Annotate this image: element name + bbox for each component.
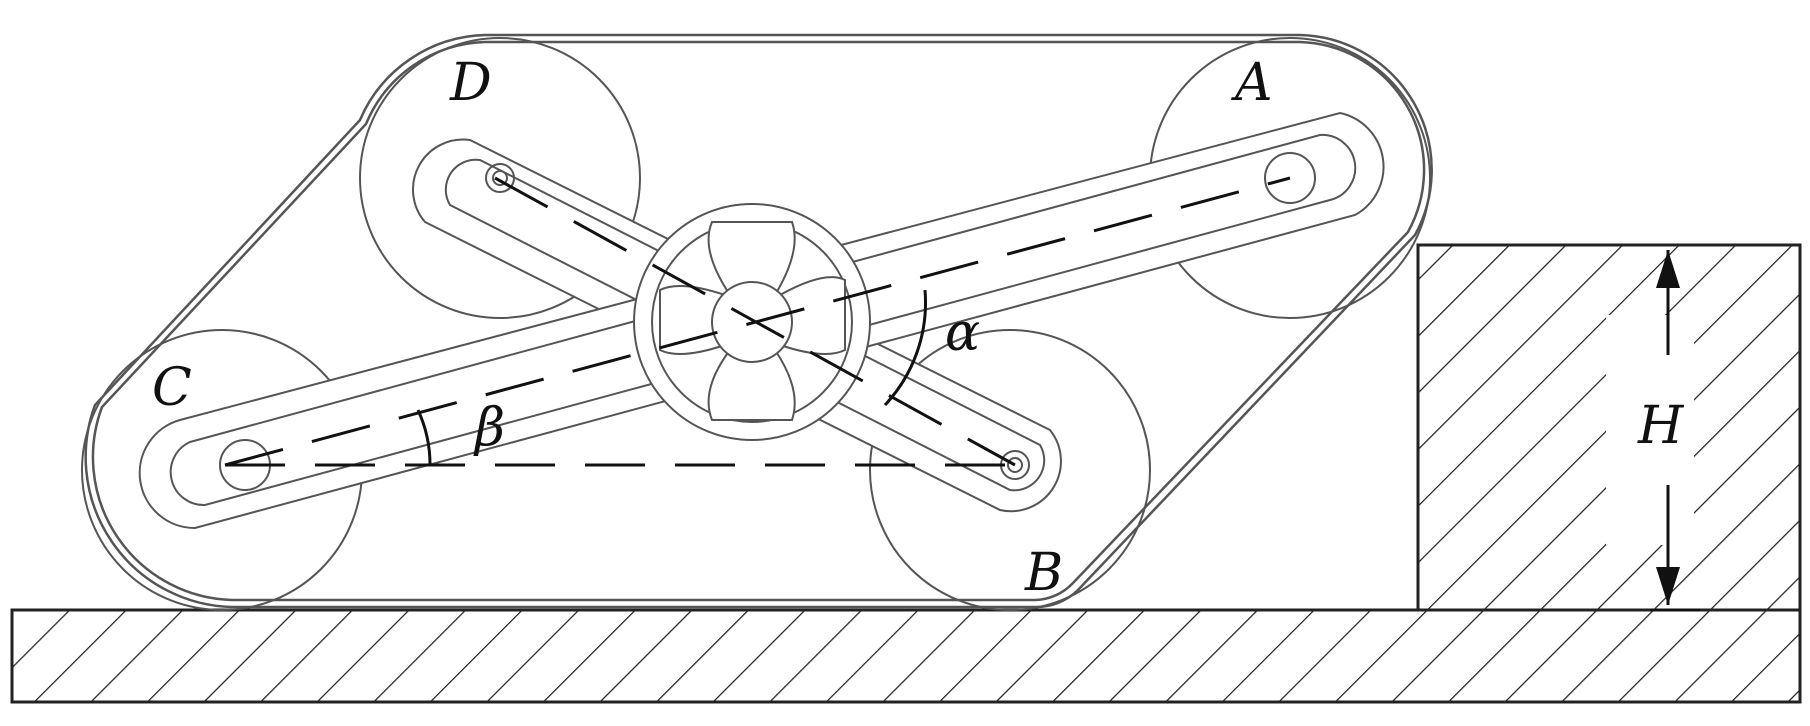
- angle-arcs: [416, 289, 927, 466]
- wheel-b: [869, 329, 1151, 611]
- track-belt: [84, 33, 1433, 609]
- label-beta: β: [473, 398, 505, 458]
- label-b: B: [1024, 543, 1063, 603]
- height-dimension: [1650, 250, 1700, 612]
- label-d: D: [449, 53, 492, 113]
- ground-block: [10, 608, 1802, 704]
- wheel-d: [359, 37, 641, 319]
- label-height: H: [1637, 396, 1685, 456]
- label-a: A: [1231, 53, 1273, 113]
- label-c: C: [152, 358, 192, 418]
- label-alpha: α: [945, 303, 980, 363]
- center-lines: [224, 176, 1291, 467]
- step-obstacle: [1416, 243, 1802, 612]
